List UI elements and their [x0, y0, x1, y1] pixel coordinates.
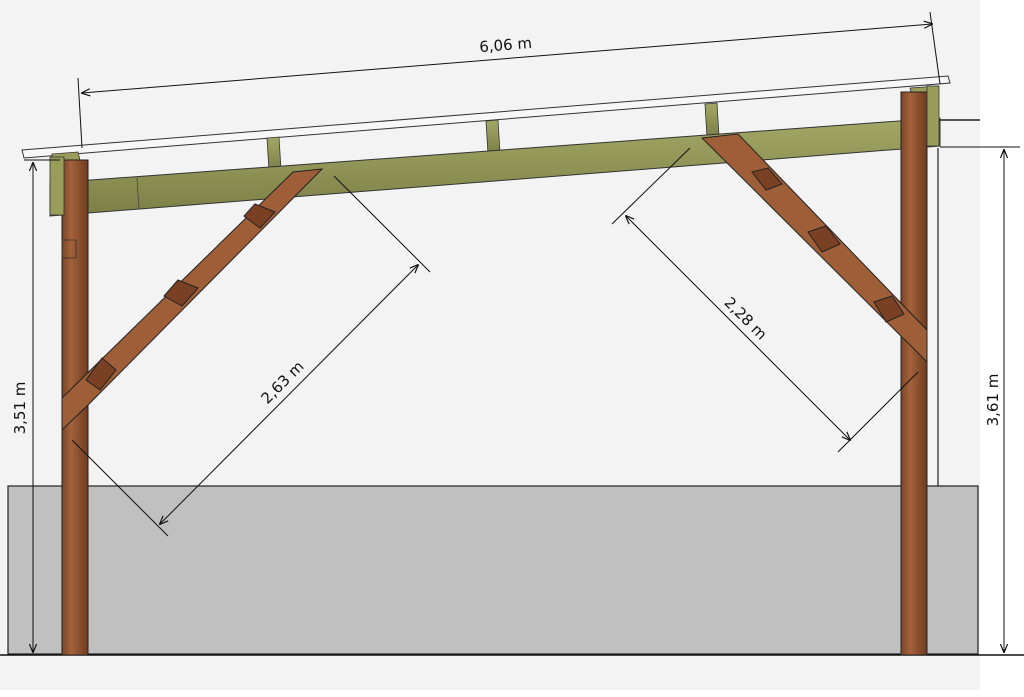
left-post-height-label: 3,51 m: [11, 382, 29, 435]
right-post-height-label: 3,61 m: [984, 374, 1002, 427]
dimension-roof-length: [77, 11, 941, 149]
dimension-left-brace: [71, 175, 431, 537]
right-post: [900, 91, 928, 656]
roof-panel: [21, 75, 951, 159]
left-post-bracket: [61, 239, 77, 259]
beam-joint: [136, 177, 140, 210]
dimension-right-brace: [611, 147, 919, 453]
right-post-cap: [926, 85, 940, 147]
purlin: [485, 119, 501, 155]
dimension-right-post-height: [940, 146, 1020, 652]
dimension-left-post-height: [24, 159, 60, 652]
purlin: [704, 102, 720, 138]
ground-area: [7, 485, 979, 655]
roof-length-label: 6,06 m: [479, 34, 533, 56]
left-post-cap: [49, 156, 65, 216]
